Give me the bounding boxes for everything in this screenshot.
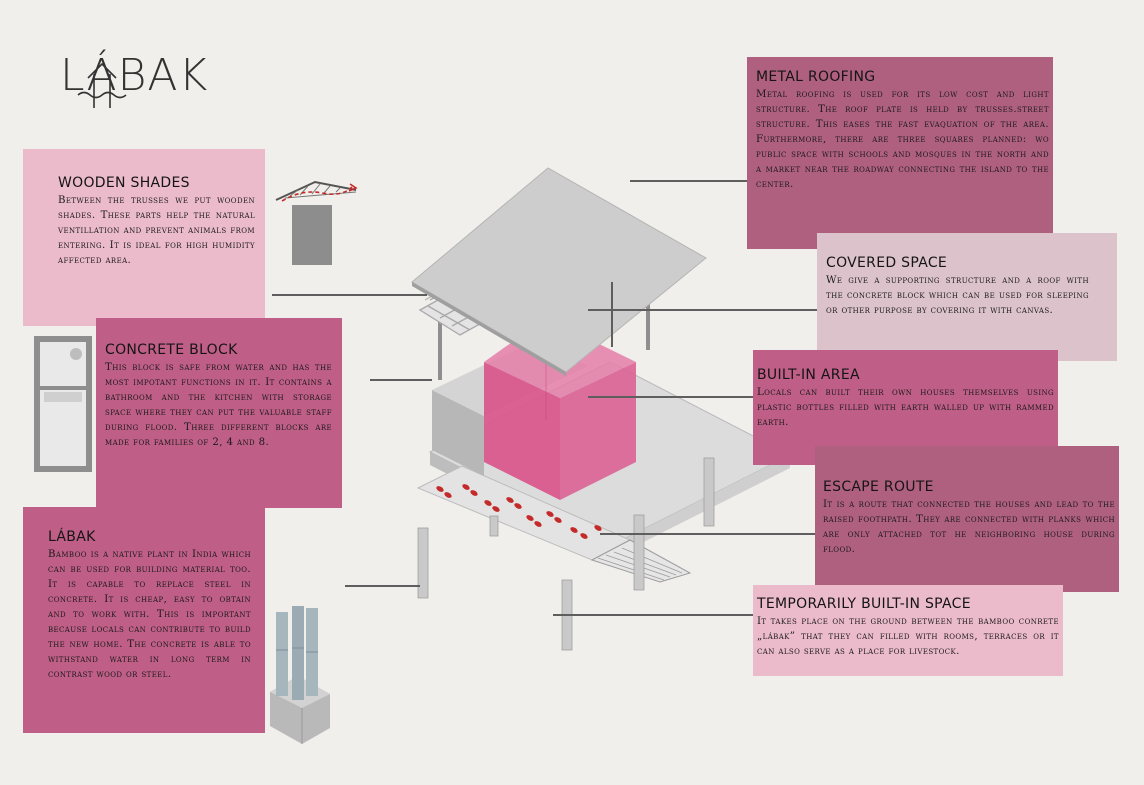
panel-title: TEMPORARILY BUILT-IN SPACE: [757, 596, 971, 612]
panel-title: LÁBAK: [48, 529, 96, 545]
leader-line-covered-space-v: [611, 282, 613, 347]
panel-temporarily-built-in: TEMPORARILY BUILT-IN SPACE It takes plac…: [753, 585, 1063, 676]
panel-body: It is a route that connected the houses …: [823, 499, 1115, 555]
logo-house-icon: [77, 62, 127, 108]
leader-line-escape-route: [600, 533, 815, 535]
panel-metal-roofing: METAL ROOFING Metal roofing is used for …: [747, 57, 1053, 249]
panel-body: Locals can built their own houses themse…: [757, 387, 1054, 428]
footprints-icon: [436, 484, 602, 539]
leader-line-built-in: [588, 396, 753, 398]
panel-title: CONCRETE BLOCK: [105, 342, 238, 358]
leader-line-wooden-shades: [272, 294, 427, 296]
panel-escape-route: ESCAPE ROUTE It is a route that connecte…: [815, 446, 1119, 592]
panel-body: We give a supporting structure and a roo…: [826, 275, 1089, 316]
leader-line-covered-space-h: [588, 309, 818, 311]
panel-covered-space: COVERED SPACE We give a supporting struc…: [817, 233, 1117, 361]
panel-body: Between the trusses we put wooden shades…: [58, 195, 255, 266]
panel-labak: LÁBAK Bamboo is a native plant in India …: [23, 507, 265, 733]
panel-title: ESCAPE ROUTE: [823, 479, 934, 495]
panel-title: WOODEN SHADES: [58, 175, 190, 191]
leader-line-temporary: [553, 614, 753, 616]
panel-title: COVERED SPACE: [826, 255, 948, 271]
leader-line-concrete-block: [370, 379, 432, 381]
logo: LÁBAK: [60, 50, 209, 101]
panel-built-in-area: BUILT-IN AREA Locals can built their own…: [753, 350, 1058, 465]
panel-title: BUILT-IN AREA: [757, 367, 860, 383]
bamboo-column-icon: [270, 606, 330, 744]
metal-roof-plate-icon: [411, 167, 707, 376]
wooden-shade-detail-icon: [275, 180, 358, 265]
panel-body: Bamboo is a native plant in India which …: [48, 549, 251, 680]
floor-plan-icon: [34, 336, 92, 472]
panel-wooden-shades: WOODEN SHADES Between the trusses we put…: [23, 149, 265, 326]
leader-line-labak: [345, 585, 420, 587]
panel-title: METAL ROOFING: [756, 69, 876, 85]
panel-body: This block is safe from water and has th…: [105, 362, 332, 448]
panel-concrete-block: CONCRETE BLOCK This block is safe from w…: [96, 318, 342, 508]
leader-line-metal-roofing: [630, 180, 748, 182]
panel-body: It takes place on the ground between the…: [757, 616, 1059, 657]
panel-body: Metal roofing is used for its low cost a…: [756, 89, 1049, 190]
